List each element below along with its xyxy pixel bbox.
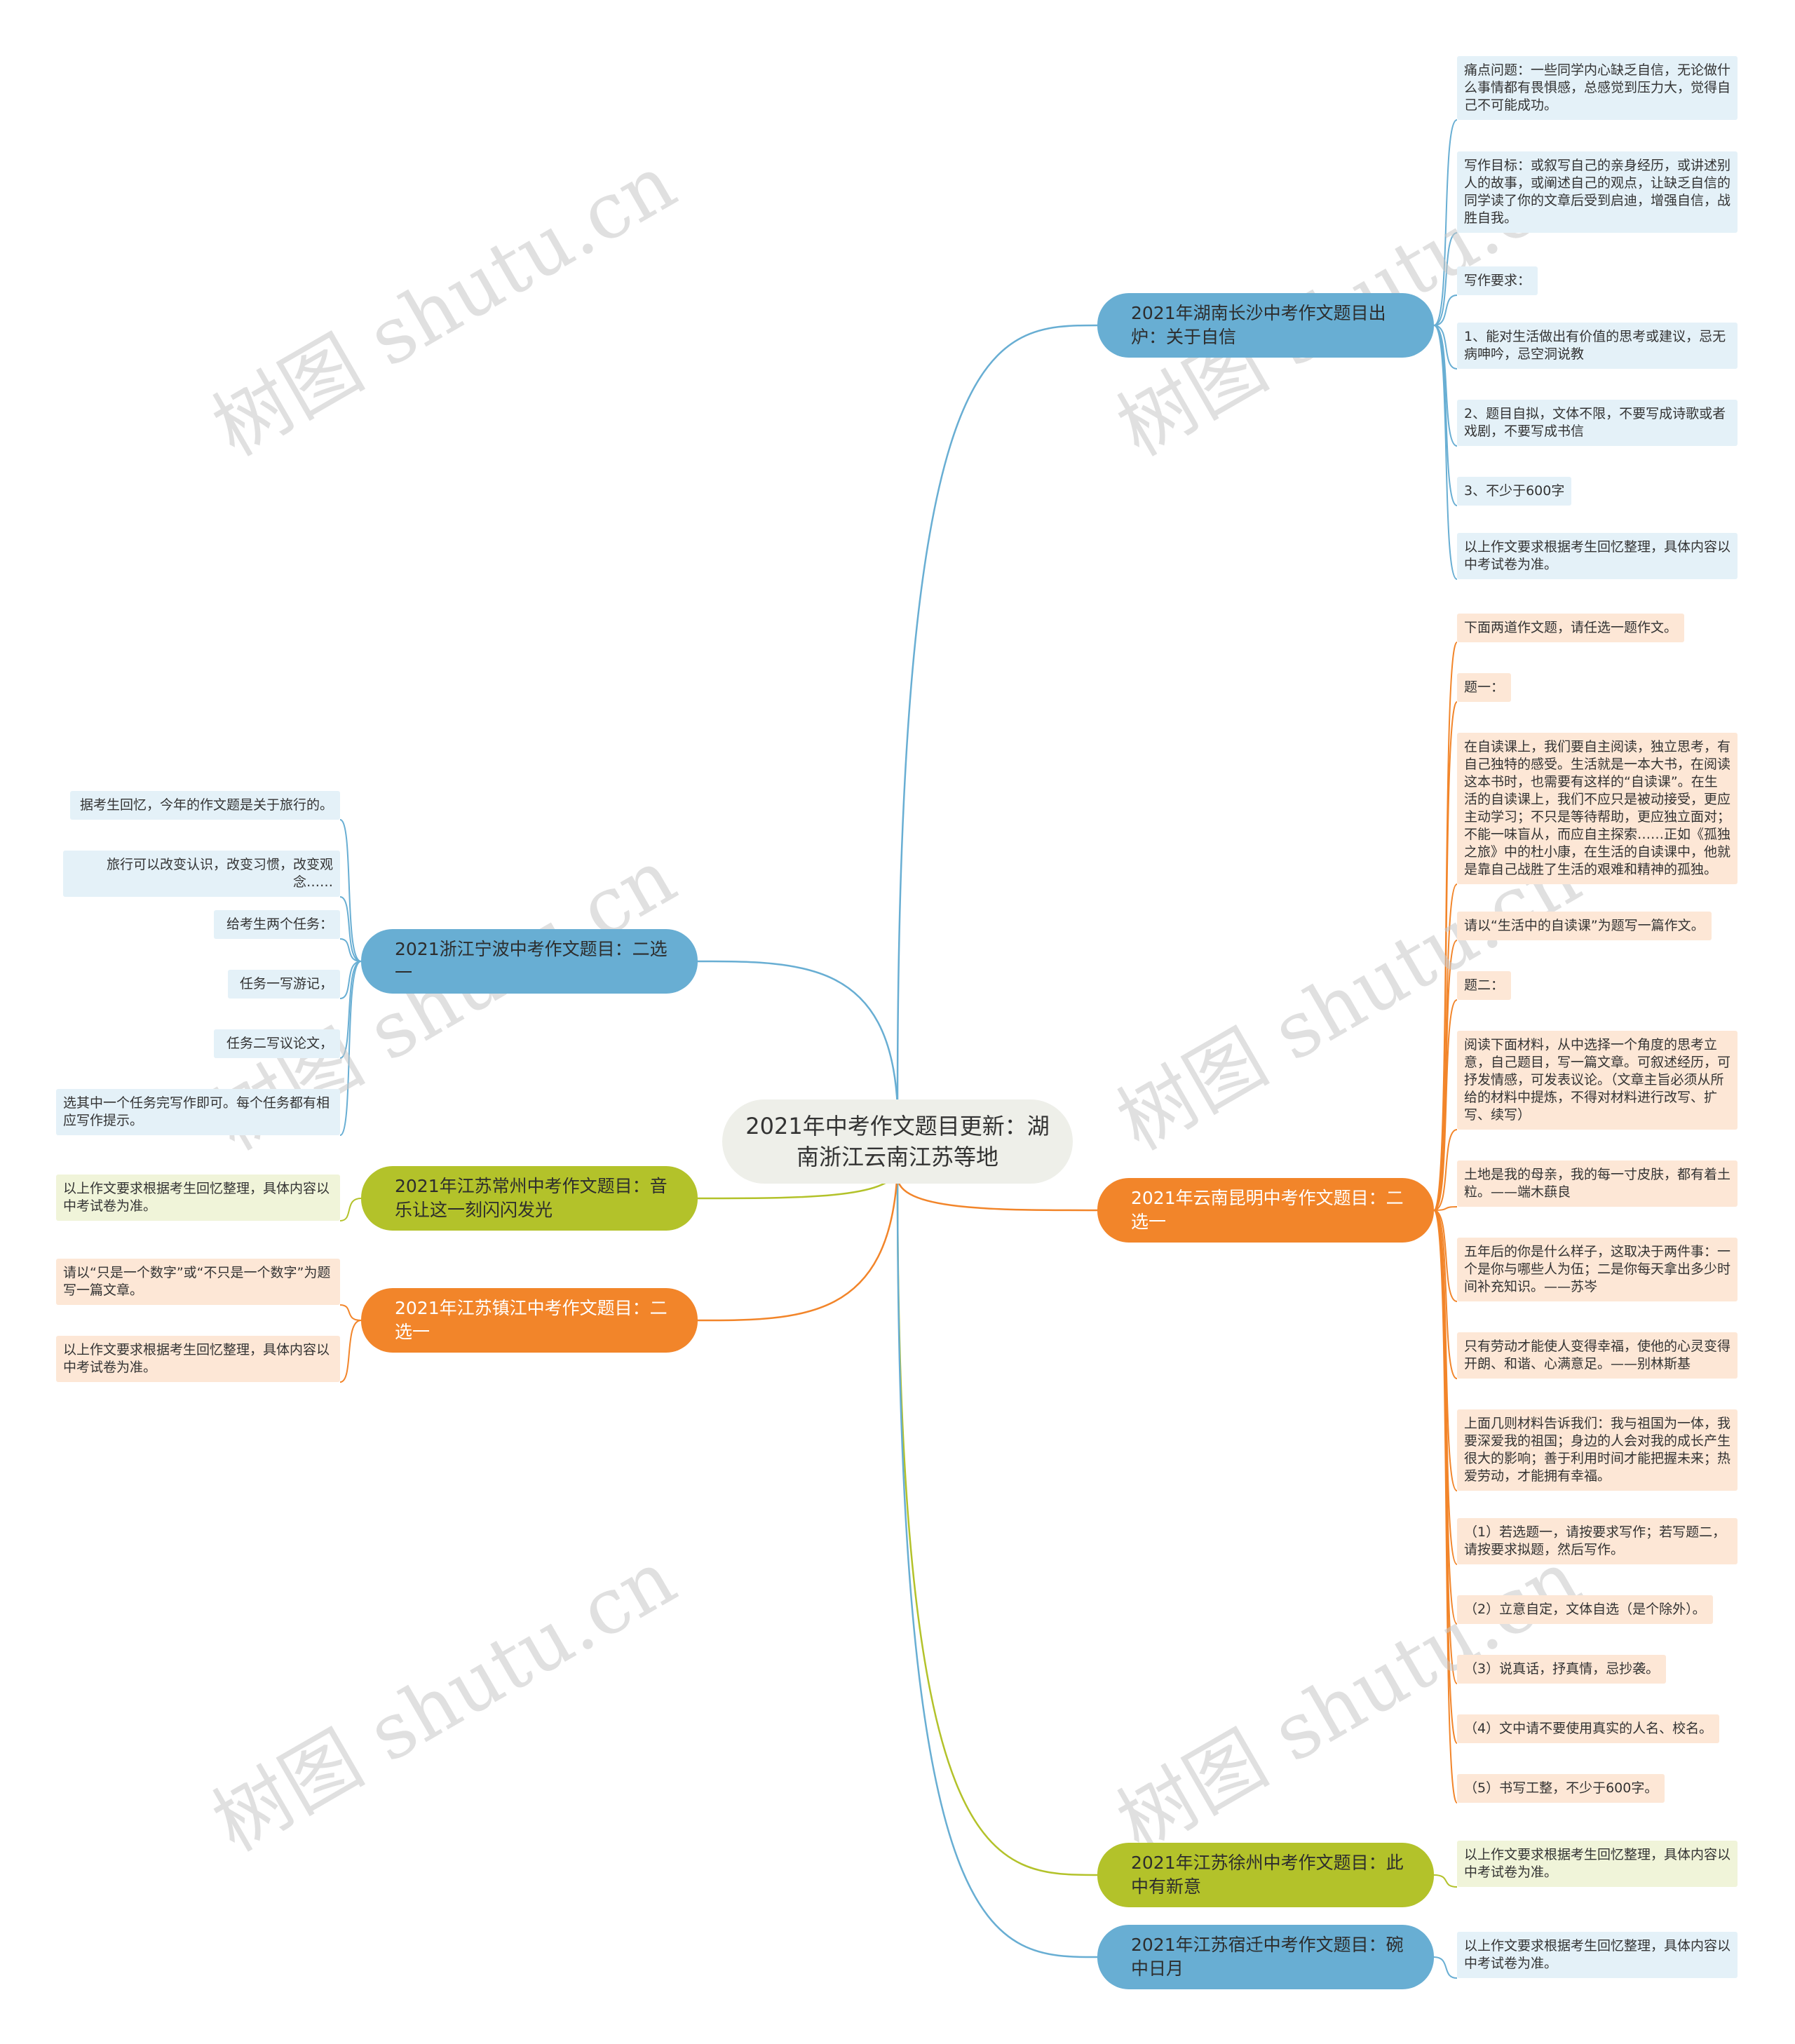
- leaf-ningbo-1: 据考生回忆，今年的作文题是关于旅行的。: [70, 791, 340, 820]
- leaf-kunming-8: 五年后的你是什么样子，这取决于两件事：一个是你与哪些人为伍；二是你每天拿出多少时…: [1457, 1238, 1738, 1301]
- connector-line: [1433, 1874, 1458, 1888]
- connector-line: [1433, 1210, 1458, 1803]
- leaf-ningbo-2: 旅行可以改变认识，改变习惯，改变观念……: [63, 851, 340, 897]
- leaf-kunming-11: （1）若选题一，请按要求写作；若写题二，请按要求拟题，然后写作。: [1457, 1518, 1738, 1564]
- leaf-ningbo-3: 给考生两个任务：: [214, 910, 340, 939]
- connector-line: [1433, 325, 1458, 370]
- branch-suqian[interactable]: 2021年江苏宿迁中考作文题目：碗中日月: [1097, 1925, 1434, 1989]
- root-topic[interactable]: 2021年中考作文题目更新：湖南浙江云南江苏等地: [722, 1099, 1073, 1184]
- leaf-changsha-5: 2、题目自拟，文体不限，不要写成诗歌或者戏剧，不要写成书信: [1457, 400, 1738, 446]
- connector-line: [339, 961, 362, 1059]
- leaf-kunming-12: （2）立意自定，文体自选（是个除外）。: [1457, 1595, 1713, 1624]
- leaf-kunming-13: （3）说真话，抒真情，忌抄袭。: [1457, 1655, 1667, 1684]
- leaf-ningbo-6: 选其中一个任务完写作即可。每个任务都有相应写作提示。: [56, 1089, 340, 1135]
- branch-title: 2021浙江宁波中考作文题目：二选一: [395, 939, 668, 983]
- leaf-kunming-5: 题二：: [1457, 971, 1512, 1000]
- connector-line: [896, 324, 1098, 1107]
- connector-line: [339, 819, 362, 962]
- branch-title: 2021年江苏徐州中考作文题目：此中有新意: [1131, 1853, 1404, 1897]
- leaf-changsha-3: 写作要求：: [1457, 266, 1538, 295]
- leaf-changsha-4: 1、能对生活做出有价值的思考或建议，忌无病呻吟，忌空洞说教: [1457, 323, 1738, 369]
- leaf-kunming-7: 土地是我的母亲，我的每一寸皮肤，都有着土粒。——端木蕻良: [1457, 1160, 1738, 1207]
- branch-ningbo[interactable]: 2021浙江宁波中考作文题目：二选一: [361, 929, 698, 994]
- connector-line: [1433, 999, 1458, 1211]
- branch-title: 2021年江苏宿迁中考作文题目：碗中日月: [1131, 1935, 1404, 1979]
- connector-line: [1433, 701, 1458, 1211]
- leaf-kunming-14: （4）文中请不要使用真实的人名、校名。: [1457, 1714, 1720, 1743]
- connector-line: [896, 1176, 1098, 1212]
- connector-line: [1433, 1129, 1458, 1211]
- leaf-kunming-2: 题一：: [1457, 673, 1512, 702]
- leaf-xuzhou-1: 以上作文要求根据考生回忆整理，具体内容以中考试卷为准。: [1457, 1841, 1738, 1887]
- leaf-ningbo-5: 任务二写议论文，: [214, 1029, 340, 1058]
- leaf-ningbo-4: 任务一写游记，: [228, 970, 340, 999]
- leaf-kunming-15: （5）书写工整，不少于600字。: [1457, 1774, 1665, 1803]
- connector-line: [896, 1176, 1098, 1876]
- connector-line: [697, 1169, 899, 1322]
- connector-line: [1433, 325, 1458, 580]
- branch-title: 2021年云南昆明中考作文题目：二选一: [1131, 1188, 1404, 1232]
- leaf-changsha-2: 写作目标：或叙写自己的亲身经历，或讲述别人的故事，或阐述自己的观点，让缺乏自信的…: [1457, 151, 1738, 233]
- connector-line: [339, 961, 362, 999]
- connector-line: [896, 1176, 1098, 1958]
- branch-xuzhou[interactable]: 2021年江苏徐州中考作文题目：此中有新意: [1097, 1843, 1434, 1907]
- connector-line: [339, 1198, 362, 1221]
- connector-line: [339, 1320, 362, 1383]
- connector-line: [1433, 1210, 1458, 1379]
- connector-line: [1433, 1956, 1458, 1979]
- leaf-kunming-6: 阅读下面材料，从中选择一个角度的思考立意，自己题目，写一篇文章。可叙述经历，可抒…: [1457, 1031, 1738, 1130]
- branch-title: 2021年江苏常州中考作文题目：音乐让这一刻闪闪发光: [395, 1176, 668, 1220]
- leaf-kunming-4: 请以“生活中的自读课”为题写一篇作文。: [1457, 912, 1712, 940]
- leaf-kunming-10: 上面几则材料告诉我们：我与祖国为一体，我要深爱我的祖国；身边的人会对我的成长产生…: [1457, 1409, 1738, 1491]
- leaf-changzhou-1: 以上作文要求根据考生回忆整理，具体内容以中考试卷为准。: [56, 1175, 340, 1221]
- connector-line: [1433, 325, 1458, 447]
- connector-line: [339, 961, 362, 1136]
- connector-line: [339, 896, 362, 962]
- leaf-suqian-1: 以上作文要求根据考生回忆整理，具体内容以中考试卷为准。: [1457, 1932, 1738, 1978]
- leaf-kunming-9: 只有劳动才能使人变得幸福，使他的心灵变得开朗、和谐、心满意足。——别林斯基: [1457, 1332, 1738, 1379]
- leaf-changsha-1: 痛点问题：一些同学内心缺乏自信，无论做什么事情都有畏惧感，总感觉到压力大，觉得自…: [1457, 56, 1738, 120]
- leaf-zhenjiang-1: 请以“只是一个数字”或“不只是一个数字”为题写一篇文章。: [56, 1259, 340, 1305]
- connector-line: [1433, 1210, 1458, 1302]
- connector-line: [339, 938, 362, 962]
- leaf-kunming-3: 在自读课上，我们要自主阅读，独立思考，有自己独特的感受。生活就是一本大书，在阅读…: [1457, 733, 1738, 884]
- branch-title: 2021年湖南长沙中考作文题目出炉：关于自信: [1131, 303, 1386, 347]
- connector-line: [1433, 232, 1458, 326]
- branch-kunming[interactable]: 2021年云南昆明中考作文题目：二选一: [1097, 1178, 1434, 1243]
- branch-title: 2021年江苏镇江中考作文题目：二选一: [395, 1298, 668, 1342]
- connector-line: [1433, 325, 1458, 506]
- branch-zhenjiang[interactable]: 2021年江苏镇江中考作文题目：二选一: [361, 1288, 698, 1353]
- branch-changzhou[interactable]: 2021年江苏常州中考作文题目：音乐让这一刻闪闪发光: [361, 1166, 698, 1231]
- connector-line: [1433, 1206, 1458, 1211]
- leaf-changsha-7: 以上作文要求根据考生回忆整理，具体内容以中考试卷为准。: [1457, 533, 1738, 579]
- connector-line: [697, 960, 899, 1107]
- leaf-changsha-6: 3、不少于600字: [1457, 477, 1572, 506]
- connector-line: [339, 1304, 362, 1321]
- connector-line: [1433, 295, 1458, 326]
- leaf-kunming-1: 下面两道作文题，请任选一题作文。: [1457, 614, 1685, 642]
- leaf-zhenjiang-2: 以上作文要求根据考生回忆整理，具体内容以中考试卷为准。: [56, 1336, 340, 1382]
- branch-changsha[interactable]: 2021年湖南长沙中考作文题目出炉：关于自信: [1097, 293, 1434, 358]
- connector-line: [1433, 119, 1458, 326]
